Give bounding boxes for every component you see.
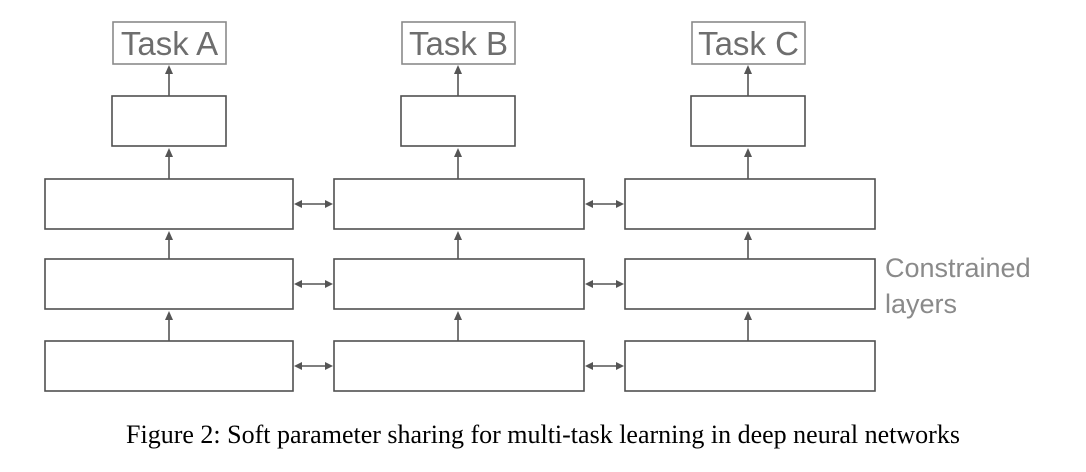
layers-label: layers [885, 289, 957, 319]
layer-a-1 [44, 340, 294, 392]
layer-b-3 [333, 178, 585, 230]
task-b-column: Task B [401, 21, 516, 65]
task-c-box [691, 21, 806, 65]
task-a-label: Task A [121, 25, 218, 62]
soft-parameter-sharing-diagram: Task A Task B Task C [44, 21, 1031, 392]
task-c-label: Task C [698, 25, 799, 62]
layer-b-1 [333, 340, 585, 392]
task-b-specific-layer [400, 95, 516, 147]
figure-caption: Figure 2: Soft parameter sharing for mul… [126, 420, 960, 449]
vertical-arrows [165, 65, 752, 341]
task-a-column: Task A [112, 21, 227, 65]
task-b-label: Task B [409, 25, 508, 62]
task-c-specific-layer [690, 95, 806, 147]
layer-c-1 [624, 340, 876, 392]
layer-a-2 [44, 258, 294, 310]
task-b-box [401, 21, 516, 65]
task-a-box [112, 21, 227, 65]
layer-c-3 [624, 178, 876, 230]
horizontal-arrows [294, 200, 624, 370]
layer-b-2 [333, 258, 585, 310]
task-c-column: Task C [691, 21, 806, 65]
task-a-specific-layer [111, 95, 227, 147]
layer-c-2 [624, 258, 876, 310]
layer-a-3 [44, 178, 294, 230]
constrained-label: Constrained [885, 253, 1031, 283]
